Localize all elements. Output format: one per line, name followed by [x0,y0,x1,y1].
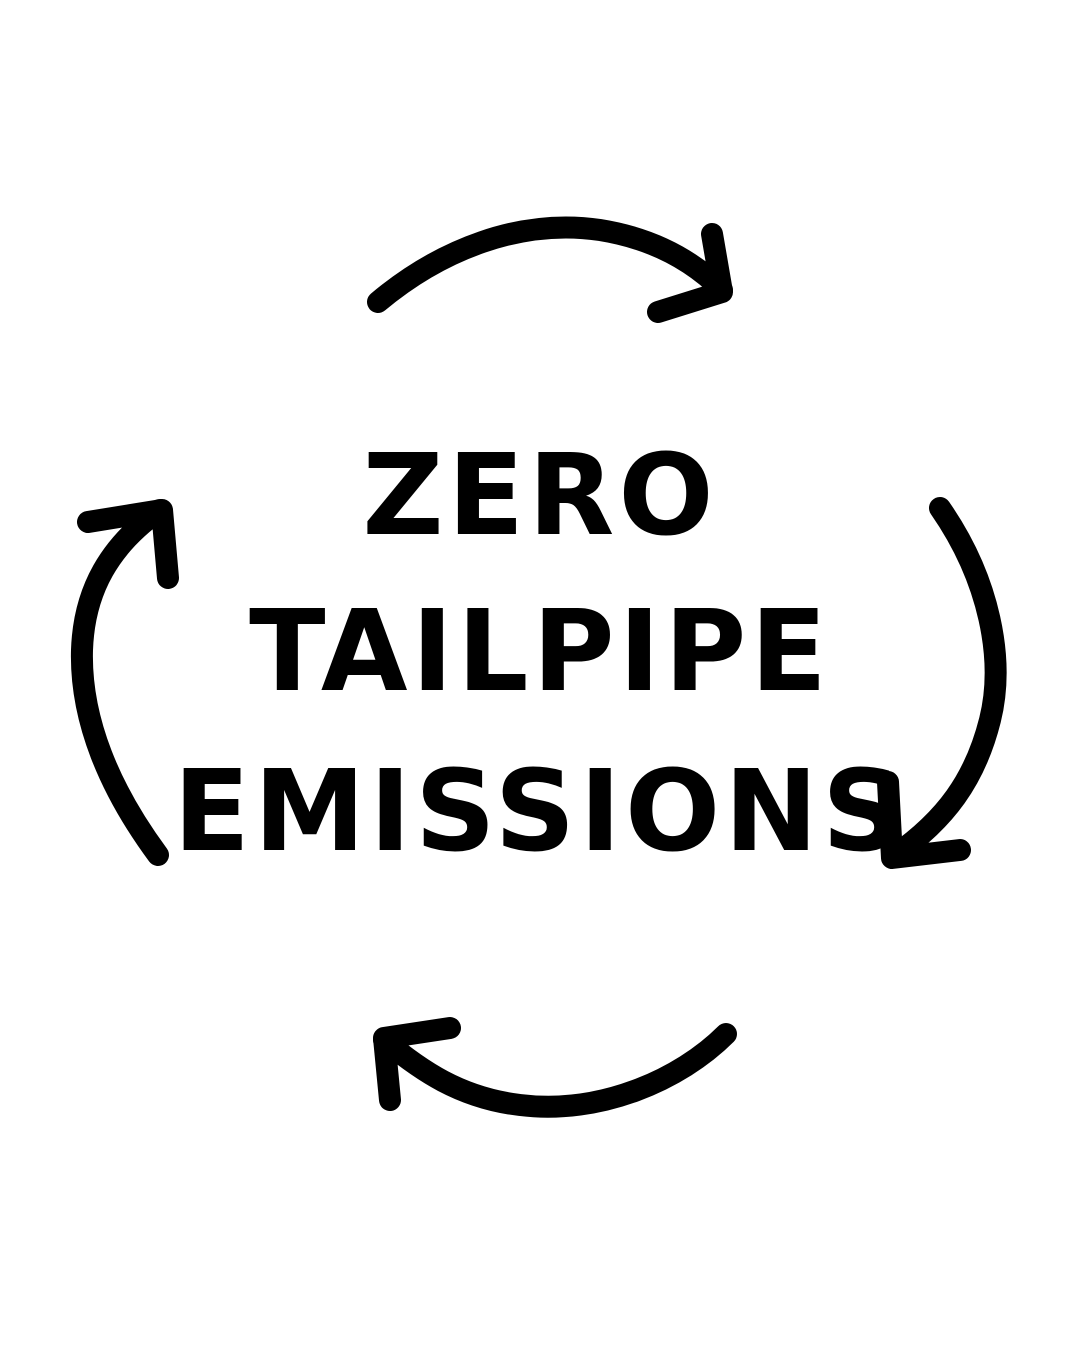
cycle-arrow-right-icon [877,497,1007,869]
headline-line-zero: ZERO [362,431,718,561]
headline-line-tailpipe: TAILPIPE [249,587,831,717]
cycle-arrow-bottom-icon [373,1017,737,1118]
headline-line-emissions: EMISSIONS [173,747,907,877]
cycle-arrow-left-icon [70,499,179,866]
cycle-arrow-top-icon [367,216,733,323]
